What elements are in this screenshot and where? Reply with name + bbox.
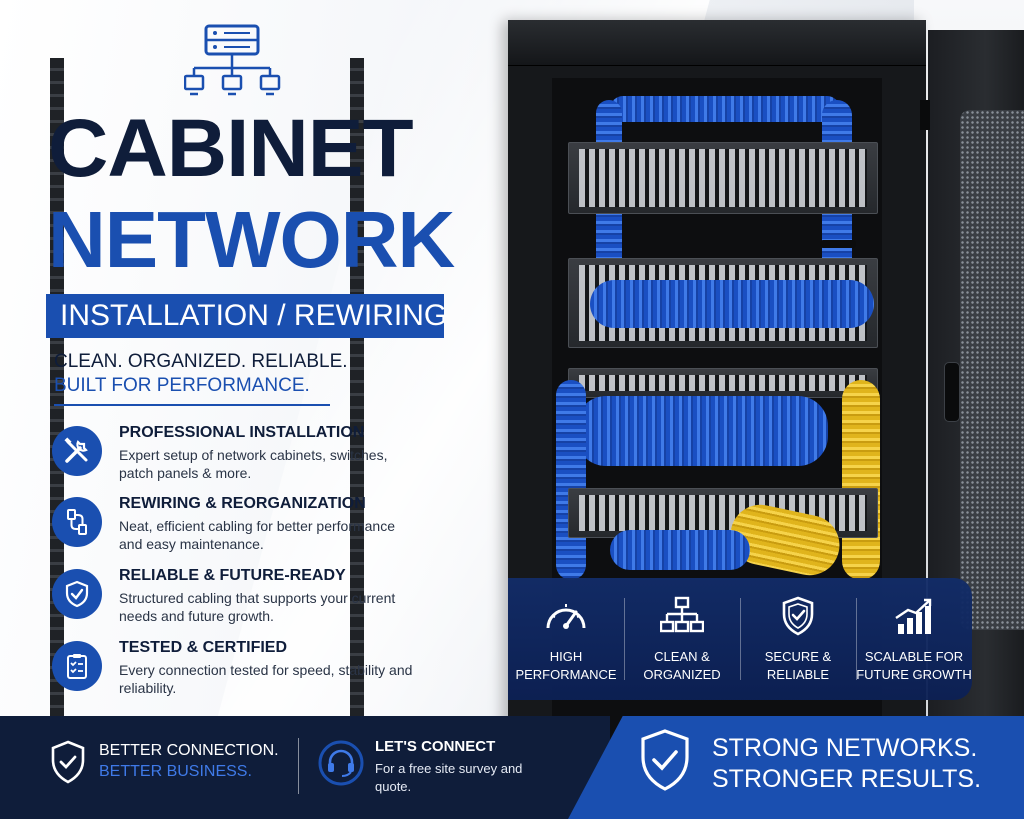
- door-handle: [944, 362, 960, 422]
- shield-check-icon: [782, 596, 814, 636]
- patch-panel: [568, 142, 878, 214]
- feature-heading: RELIABLE & FUTURE-READY: [119, 567, 346, 584]
- stat-label-line-2: FUTURE GROWTH: [856, 667, 972, 682]
- stat-label-line-1: SCALABLE FOR: [864, 649, 964, 664]
- network-topology-icon: [184, 24, 281, 96]
- footer-slogan-line-1: BETTER CONNECTION.: [99, 742, 279, 759]
- stat-label-line-2: RELIABLE: [766, 667, 830, 682]
- feature-rewiring: REWIRING & REORGANIZATION Neat, efficien…: [52, 495, 472, 559]
- feature-professional-installation: PROFESSIONAL INSTALLATION Expert setup o…: [52, 424, 472, 488]
- switch-ports: [579, 375, 867, 391]
- stat-clean-organized: CLEAN & ORGANIZED: [624, 578, 740, 700]
- cable-tie: [820, 240, 856, 248]
- feature-description: Structured cabling that supports your cu…: [119, 590, 396, 624]
- stat-label-line-2: PERFORMANCE: [515, 667, 617, 682]
- network-switch: [568, 368, 878, 398]
- benefits-strip: HIGH PERFORMANCE CLEAN & ORGANIZED SECURE …: [508, 578, 972, 700]
- tools-icon: [52, 426, 102, 476]
- feature-heading: TESTED & CERTIFIED: [119, 639, 288, 656]
- stat-label-line-1: CLEAN &: [654, 649, 710, 664]
- door-hinge: [920, 100, 930, 130]
- feature-reliable: RELIABLE & FUTURE-READY Structured cabli…: [52, 567, 472, 631]
- stat-scalable: SCALABLE FOR FUTURE GROWTH: [856, 578, 972, 700]
- door-mesh: [960, 110, 1024, 630]
- blue-cable-bundle: [556, 380, 586, 580]
- feature-description: Neat, efficient cabling for better perfo…: [119, 518, 396, 552]
- feature-tested: TESTED & CERTIFIED Every connection test…: [52, 639, 472, 703]
- stat-secure-reliable: SECURE & RELIABLE: [740, 578, 856, 700]
- footer-separator: [298, 738, 299, 794]
- feature-heading: PROFESSIONAL INSTALLATION: [119, 424, 365, 441]
- subtitle-banner: INSTALLATION / REWIRING: [46, 294, 444, 338]
- headset-icon: [318, 740, 364, 786]
- closing-slogan-line-1: STRONG NETWORKS.: [712, 734, 978, 762]
- shield-check-icon: [641, 729, 689, 791]
- connect-heading: LET'S CONNECT: [375, 738, 496, 755]
- clipboard-check-icon: [52, 641, 102, 691]
- feature-description: Every connection tested for speed, stabi…: [119, 662, 413, 696]
- connect-text: For a free site survey and quote.: [375, 761, 523, 794]
- feature-description: Expert setup of network cabinets, switch…: [119, 447, 388, 481]
- footer-slogan-line-2: BETTER BUSINESS.: [99, 763, 252, 780]
- divider: [54, 404, 330, 406]
- growth-chart-icon: [895, 598, 932, 634]
- blue-cable-bundle: [576, 396, 828, 466]
- stat-label-line-1: HIGH: [549, 649, 583, 664]
- blue-cable-bundle: [610, 530, 750, 570]
- footer-band: [0, 716, 610, 819]
- tagline-line-1: CLEAN. ORGANIZED. RELIABLE.: [54, 351, 348, 372]
- closing-slogan-line-2: STRONGER RESULTS.: [712, 765, 982, 793]
- tagline-line-2: BUILT FOR PERFORMANCE.: [54, 375, 310, 396]
- blue-cable-bundle: [590, 280, 874, 328]
- blue-cable-bundle: [610, 96, 840, 122]
- panel-ports: [579, 149, 867, 207]
- cabinet-top: [508, 20, 926, 66]
- shield-check-icon: [52, 569, 102, 619]
- hierarchy-icon: [660, 596, 704, 633]
- network-switch: [568, 488, 878, 538]
- stat-label-line-1: SECURE &: [764, 649, 832, 664]
- stat-label-line-2: ORGANIZED: [643, 667, 721, 682]
- headline-line-2: NETWORK: [48, 195, 455, 284]
- speedometer-icon: [546, 604, 586, 629]
- cable-connector-icon: [52, 497, 102, 547]
- headline-line-1: CABINET: [48, 103, 414, 194]
- shield-check-icon: [51, 740, 85, 784]
- feature-heading: REWIRING & REORGANIZATION: [119, 495, 366, 512]
- rack-rail-right: [350, 58, 364, 748]
- yellow-cable-bundle: [842, 380, 880, 580]
- stat-high-performance: HIGH PERFORMANCE: [508, 578, 624, 700]
